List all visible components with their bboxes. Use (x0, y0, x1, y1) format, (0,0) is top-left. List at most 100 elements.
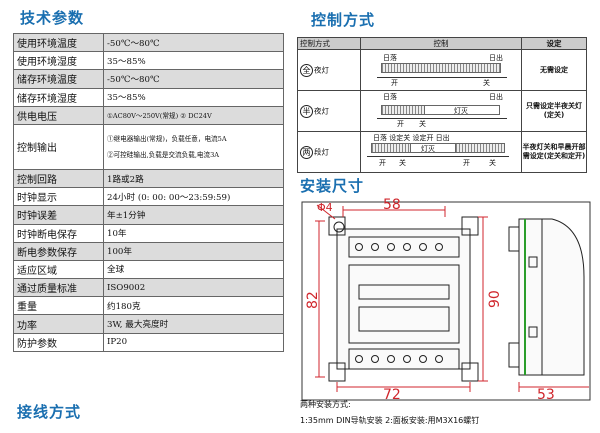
spec-key: 使用环境温度 (13, 32, 104, 53)
off-label-2: 关 (489, 159, 496, 167)
spec-value: 10年 (103, 223, 284, 243)
spec-value: 35～85% (103, 51, 284, 71)
spec-value: 100年 (103, 241, 284, 261)
setting-cell: 半夜灯关和早晨开部需设定(定关和定开) (521, 131, 587, 173)
spec-value-line: ①继电器输出(常规)，负载任意，电流5A (107, 134, 227, 143)
mode-cell: 两段灯 (297, 131, 361, 173)
off-label: 关 (419, 120, 426, 128)
install-note-line2: 1:35mm DIN导轨安装 2:面板安装:用M3X16螺钉 (300, 416, 480, 425)
control-table: 控制方式 控制 设定 全夜灯 日落 日出 开 关 无需设定 半夜灯 日落 日出 … (297, 37, 587, 173)
mode-label: 夜灯 (314, 65, 329, 74)
spec-value: 35～85% (103, 87, 284, 107)
spec-value: IP20 (103, 332, 284, 352)
setting-cell: 只需设定半夜关灯(定关) (521, 90, 587, 132)
off-text: 灯灭 (454, 107, 468, 115)
on-label-2: 开 (463, 159, 470, 167)
on-bar-1 (371, 143, 411, 153)
off-text: 灯灭 (421, 145, 435, 153)
on-bar-2 (455, 143, 505, 153)
dim-82: 82 (305, 291, 321, 309)
mode-icon: 两 (300, 145, 313, 159)
spec-key: 时钟误差 (13, 205, 104, 225)
spec-value: ISO9002 (103, 278, 284, 298)
dim-90: 90 (487, 290, 503, 308)
table-header-row: 控制方式 控制 设定 (297, 37, 587, 50)
size-title: 安装尺寸 (300, 177, 365, 195)
header-mode: 控制方式 (297, 37, 361, 50)
table-row: 两段灯 日落 设定关 设定开 日出 灯灭 开 关 开 关 半夜灯关和早晨开部需设… (297, 131, 587, 173)
mode-label: 夜灯 (314, 106, 329, 115)
timeline (367, 156, 509, 157)
table-row: 重量约180克 (13, 296, 284, 316)
dim-72: 72 (383, 387, 401, 403)
control-cell: 日落 日出 灯灭 开 关 (360, 90, 522, 132)
sunset-label: 日落 (383, 54, 397, 62)
wiring-title: 接线方式 (17, 403, 82, 421)
on-label: 开 (397, 120, 404, 128)
sunset-label: 日落 (383, 93, 397, 101)
header-setting: 设定 (521, 37, 587, 50)
on-label-1: 开 (379, 159, 386, 167)
off-label-1: 关 (399, 159, 406, 167)
control-cell: 日落 日出 开 关 (360, 49, 522, 91)
spec-value: ①AC80V～250V(常规) ② DC24V (103, 105, 284, 125)
dim-53: 53 (537, 387, 555, 403)
mode-label: 段灯 (314, 147, 329, 156)
on-bar (381, 63, 501, 73)
on-label: 开 (391, 79, 398, 87)
on-bar (381, 105, 425, 115)
terminal-row-bottom (348, 348, 460, 370)
table-row: 储存环境温度-50℃～80℃ (13, 69, 284, 89)
spec-key: 储存环境温度 (13, 69, 104, 89)
timeline (377, 77, 507, 78)
spec-key: 功率 (13, 314, 104, 334)
off-label: 关 (483, 79, 490, 87)
spec-key: 储存环境湿度 (13, 87, 104, 107)
header-control: 控制 (360, 37, 522, 50)
spec-key: 时钟显示 (13, 187, 104, 207)
timeline (377, 118, 507, 119)
mode-cell: 全夜灯 (297, 49, 361, 91)
control-cell: 日落 设定关 设定开 日出 灯灭 开 关 开 关 (360, 131, 522, 173)
dim-58: 58 (383, 197, 401, 213)
spec-value-line: ②可控硅输出,负载是交流负载,电流3A (107, 150, 220, 159)
mode-icon: 半 (300, 104, 313, 118)
spec-key: 控制输出 (13, 123, 104, 170)
spec-value: 3W, 最大亮度时 (103, 314, 284, 334)
timeline-top-label: 日落 设定关 设定开 日出 (373, 134, 450, 142)
side-view (508, 218, 585, 376)
mode-icon: 全 (300, 63, 313, 77)
mode-cell: 半夜灯 (297, 90, 361, 132)
spec-value: 约180克 (103, 296, 284, 316)
table-row: 半夜灯 日落 日出 灯灭 开 关 只需设定半夜关灯(定关) (297, 90, 587, 132)
spec-value: 全球 (103, 259, 284, 280)
install-note-line1: 两种安装方式: (300, 400, 351, 409)
control-title: 控制方式 (311, 11, 376, 29)
dimension-drawing: Φ4 58 82 90 72 53 (301, 197, 591, 403)
spec-key: 使用环境湿度 (13, 51, 104, 71)
spec-key: 通过质量标准 (13, 278, 104, 298)
spec-value: 年±1分钟 (103, 205, 284, 225)
table-row: 时钟误差年±1分钟 (13, 205, 284, 225)
spec-value: ①继电器输出(常规)，负载任意，电流5A ②可控硅输出,负载是交流负载,电流3A (103, 123, 284, 170)
spec-key: 防护参数 (13, 332, 104, 352)
table-row: 适应区域全球 (13, 259, 284, 280)
sunrise-label: 日出 (489, 93, 503, 101)
spec-value: 24小时 (0: 00: 00～23:59:59) (103, 187, 284, 207)
dim-hole: Φ4 (317, 201, 333, 214)
spec-value: -50℃～80℃ (103, 32, 284, 53)
spec-key: 适应区域 (13, 259, 104, 280)
sunrise-label: 日出 (489, 54, 503, 62)
off-bar (424, 105, 500, 115)
spec-value: -50℃～80℃ (103, 69, 284, 89)
setting-cell: 无需设定 (521, 49, 587, 91)
spec-key: 时钟断电保存 (13, 223, 104, 243)
